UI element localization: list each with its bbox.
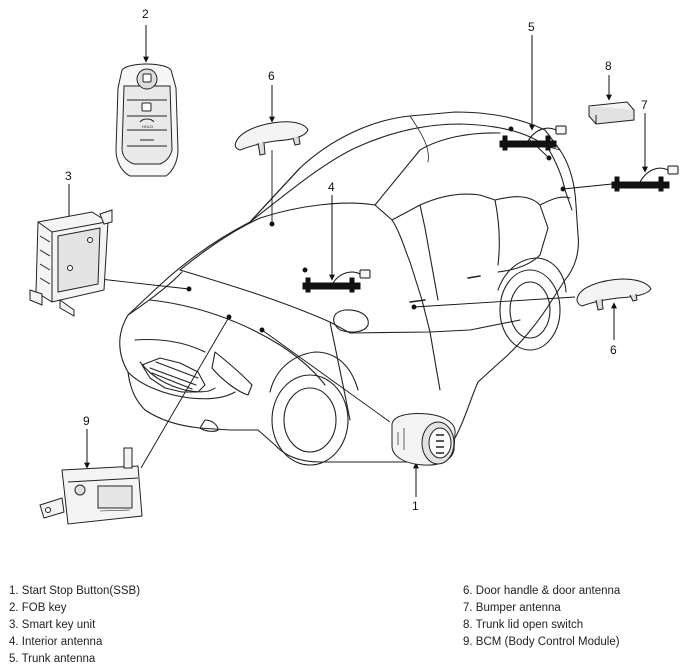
callout-1: 1 bbox=[412, 499, 419, 513]
interior-antenna bbox=[302, 269, 371, 293]
callout-numbers: 2 3 6 4 5 8 7 6 1 9 bbox=[65, 7, 648, 513]
trunk-lid-switch bbox=[588, 101, 635, 125]
door-handle-front bbox=[234, 121, 309, 156]
legend-left: 1. Start Stop Button(SSB) 2. FOB key 3. … bbox=[9, 583, 140, 668]
bumper-antenna bbox=[611, 165, 679, 192]
callout-6-front: 6 bbox=[268, 69, 275, 83]
legend-item-5: 5. Trunk antenna bbox=[9, 653, 96, 665]
callout-9: 9 bbox=[83, 414, 90, 428]
legend-item-6: 6. Door handle & door antenna bbox=[463, 585, 621, 597]
callout-3: 3 bbox=[65, 169, 72, 183]
legend-item-4: 4. Interior antenna bbox=[9, 636, 103, 648]
legend-item-8: 8. Trunk lid open switch bbox=[463, 619, 584, 631]
start-stop-button bbox=[391, 413, 456, 466]
trunk-antenna bbox=[499, 125, 567, 151]
leader-lines bbox=[99, 126, 613, 469]
legend-right: 6. Door handle & door antenna 7. Bumper … bbox=[463, 583, 620, 651]
callout-4: 4 bbox=[328, 180, 335, 194]
legend-item-9: 9. BCM (Body Control Module) bbox=[463, 636, 620, 648]
car-illustration bbox=[119, 111, 579, 466]
callout-7: 7 bbox=[641, 98, 648, 112]
door-handle-rear bbox=[576, 278, 652, 311]
fob-hold-label: HOLD bbox=[142, 124, 153, 129]
legend-item-7: 7. Bumper antenna bbox=[463, 602, 561, 614]
callout-arrows bbox=[66, 25, 648, 497]
legend-item-2: 2. FOB key bbox=[9, 602, 67, 614]
body-control-module bbox=[39, 447, 143, 525]
fob-key: HOLD bbox=[115, 63, 179, 177]
legend-item-1: 1. Start Stop Button(SSB) bbox=[9, 585, 141, 597]
callout-8: 8 bbox=[605, 59, 612, 73]
smart-key-unit bbox=[29, 209, 113, 317]
callout-2: 2 bbox=[142, 7, 149, 21]
callout-6-rear: 6 bbox=[610, 343, 617, 357]
callout-5: 5 bbox=[528, 20, 535, 34]
legend-item-3: 3. Smart key unit bbox=[9, 619, 96, 631]
